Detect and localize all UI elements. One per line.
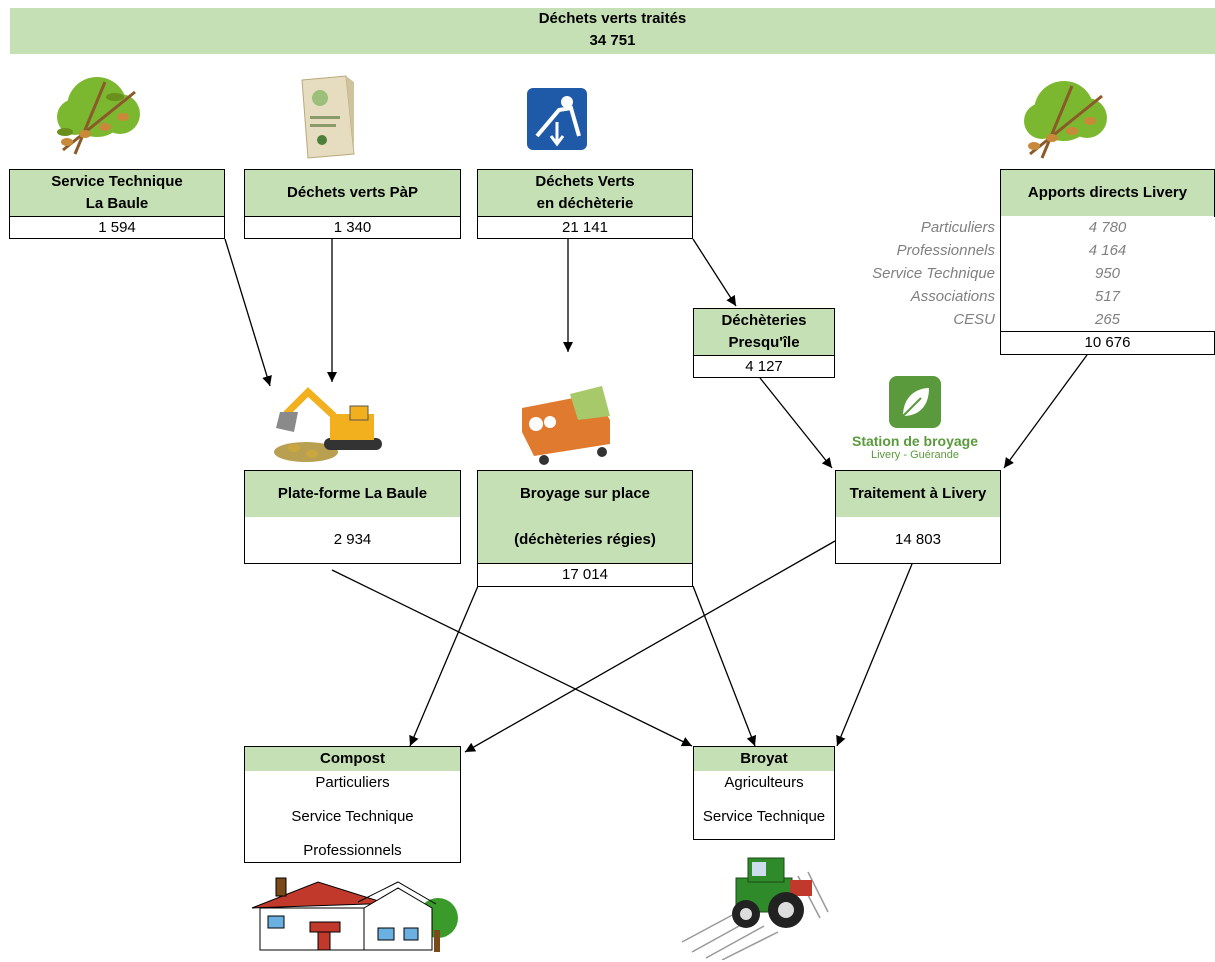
pap-label: Déchets verts PàP [287, 184, 418, 201]
house-icon [251, 877, 458, 952]
broyat-box: Broyat Agriculteurs Service Technique [693, 746, 835, 840]
apports-detail-value-4: 265 [1094, 311, 1121, 328]
arrow-livery-to-broyat [836, 563, 913, 747]
tractor-icon [681, 857, 829, 960]
pap-box: Déchets verts PàP 1 340 [244, 169, 461, 239]
apports-total: 10 676 [1000, 331, 1215, 355]
apports-detail-label-4: CESU [953, 311, 995, 328]
green-waste-icon [57, 77, 140, 155]
apports-label: Apports directs Livery [1027, 184, 1188, 201]
decheterie-label-2: en déchèterie [536, 195, 634, 212]
apports-side-border-left [1000, 216, 1001, 332]
apports-detail-value-2: 950 [1094, 265, 1121, 282]
arrow-decheterie-to-presquile [692, 238, 737, 307]
livery-label: Traitement à Livery [849, 485, 987, 502]
apports-detail-value-0: 4 780 [1088, 219, 1127, 236]
banner-title: Déchets verts traités [538, 10, 687, 27]
arrow-broyage-to-broyat [692, 585, 757, 747]
decheterie-sign-icon [527, 88, 587, 150]
presquile-label-1: Déchèteries [721, 312, 807, 329]
arrow-plateforme-to-broyat [331, 569, 693, 747]
arrow-broyage-to-compost [409, 585, 479, 747]
plateforme-value: 2 934 [333, 531, 372, 548]
paper-bag-icon [301, 75, 355, 159]
broyage-box: Broyage sur place (déchèteries régies) 1… [477, 470, 693, 587]
broyat-item: Service Technique [702, 808, 826, 825]
green-waste-icon-2 [1024, 81, 1107, 159]
plateforme-box: Plate-forme La Baule 2 934 [244, 470, 461, 564]
decheterie-box: Déchets Verts en déchèterie 21 141 [477, 169, 693, 239]
compost-item: Service Technique [291, 808, 414, 825]
banner-total: 34 751 [589, 32, 636, 49]
presquile-label-2: Presqu'île [728, 334, 800, 351]
st-la-baule-value: 1 594 [10, 216, 224, 238]
st-la-baule-label-1: Service Technique [51, 173, 183, 190]
apports-detail-value-3: 517 [1094, 288, 1121, 305]
excavator-icon [274, 387, 382, 462]
station-title: Station de broyage [851, 433, 979, 449]
broyage-label-1: Broyage sur place [519, 485, 651, 502]
st-la-baule-label-2: La Baule [85, 195, 149, 212]
station-logo: Station de broyage Livery - Guérande [848, 376, 982, 462]
broyage-label-2: (déchèteries régies) [514, 531, 656, 548]
decheterie-label-1: Déchets Verts [535, 173, 635, 190]
apports-detail-label-1: Professionnels [896, 242, 995, 259]
apports-detail-label-0: Particuliers [920, 219, 995, 236]
livery-value: 14 803 [895, 531, 941, 548]
compost-box: Compost Particuliers Service Technique P… [244, 746, 461, 863]
plateforme-label: Plate-forme La Baule [277, 485, 428, 502]
broyage-value: 17 014 [478, 563, 692, 585]
arrow-presquile-to-livery [759, 377, 833, 469]
apports-detail-label-3: Associations [910, 288, 995, 305]
station-subtitle: Livery - Guérande [870, 449, 960, 461]
broyat-item: Agriculteurs [724, 774, 804, 791]
shredder-icon [522, 386, 610, 465]
total-banner: Déchets verts traités 34 751 [10, 8, 1215, 54]
apports-detail-label-2: Service Technique [872, 265, 995, 282]
decheterie-value: 21 141 [478, 216, 692, 238]
presquile-value: 4 127 [694, 355, 834, 377]
compost-label: Compost [320, 750, 385, 767]
compost-item: Professionnels [303, 842, 402, 859]
arrow-apports-to-livery [1003, 354, 1088, 469]
pap-value: 1 340 [245, 216, 460, 238]
st-la-baule-box: Service Technique La Baule 1 594 [9, 169, 225, 239]
broyat-label: Broyat [740, 750, 788, 767]
livery-box: Traitement à Livery 14 803 [835, 470, 1001, 564]
station-leaf-icon [889, 376, 941, 428]
presquile-box: Déchèteries Presqu'île 4 127 [693, 308, 835, 378]
apports-detail-value-1: 4 164 [1088, 242, 1127, 259]
apports-header-box: Apports directs Livery [1000, 169, 1215, 217]
arrow-livery-to-compost [464, 540, 836, 753]
compost-item: Particuliers [315, 774, 390, 791]
arrow-st-to-plateforme [224, 238, 272, 387]
